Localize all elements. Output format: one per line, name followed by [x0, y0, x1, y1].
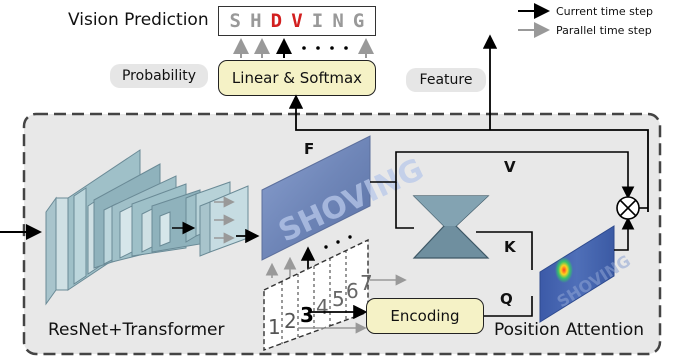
- encoding-box: Encoding: [366, 298, 484, 334]
- pred-char-7: G: [352, 10, 365, 32]
- pred-char-3: D: [270, 10, 283, 32]
- decoder-block: [412, 195, 490, 259]
- legend-parallel-label: Parallel time step: [556, 24, 652, 37]
- feature-connection: [288, 34, 649, 212]
- position-number-7: 7: [360, 271, 373, 295]
- pred-char-1: S: [229, 10, 241, 32]
- model-panel: [22, 112, 662, 356]
- position-number-2: 2: [284, 309, 297, 333]
- position-number-3: 3: [300, 303, 314, 327]
- label-V: V: [504, 158, 516, 176]
- resnet-transformer-label: ResNet+Transformer: [48, 320, 225, 340]
- position-attention-label: Position Attention: [494, 320, 645, 340]
- feature-label: Feature: [406, 68, 486, 92]
- pred-char-6: N: [332, 10, 344, 32]
- position-number-1: 1: [268, 315, 281, 339]
- output-arrows: [233, 38, 374, 58]
- label-F: F: [304, 140, 315, 158]
- position-numbers: 1 2 3 4 5 6 7: [268, 271, 373, 339]
- resnet-inner-arrows: [172, 196, 260, 244]
- k-path: [476, 231, 533, 270]
- label-Q: Q: [500, 290, 513, 308]
- position-number-5: 5: [332, 287, 345, 311]
- legend-current-label: Current time step: [556, 5, 653, 18]
- position-number-6: 6: [346, 279, 359, 303]
- v-path: [370, 151, 635, 229]
- position-number-4: 4: [316, 295, 329, 319]
- prediction-box: S H D V I N G: [218, 6, 376, 36]
- probability-label: Probability: [110, 64, 208, 88]
- pred-char-4: V: [291, 10, 303, 32]
- resnet-layers: [45, 149, 249, 306]
- vision-prediction-title: Vision Prediction: [68, 10, 209, 30]
- encoding-arrows: [298, 274, 407, 334]
- attention-to-multiply: [614, 216, 635, 251]
- multiply-operator: [616, 196, 640, 220]
- pred-char-2: H: [250, 10, 262, 32]
- label-K: K: [504, 238, 516, 256]
- pred-char-5: I: [311, 10, 324, 32]
- q-path: [484, 296, 533, 317]
